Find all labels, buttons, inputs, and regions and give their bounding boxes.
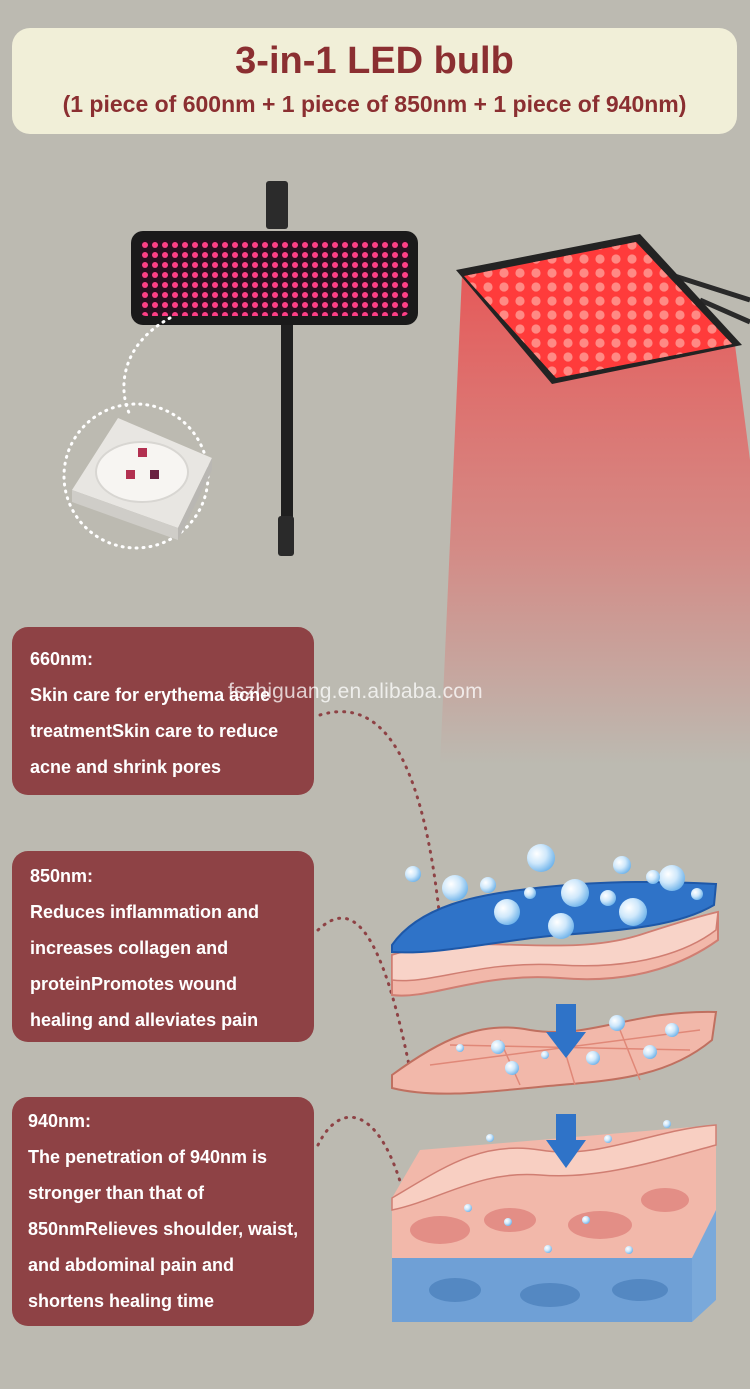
card-line: Skin care for erythema acne	[30, 685, 271, 705]
subcutaneous-layer-illustration	[391, 1120, 717, 1322]
card-line: acne and shrink pores	[30, 757, 222, 777]
card-line: Reduces inflammation and	[30, 902, 260, 922]
card-heading: 940nm:	[28, 1111, 92, 1131]
card-heading: 660nm:	[30, 649, 94, 669]
card-line: increases collagen and	[30, 938, 229, 958]
card-line: The penetration of 940nm is	[28, 1147, 268, 1167]
card-660nm: 660nm: Skin care for erythema acne treat…	[12, 627, 314, 795]
card-line: proteinPromotes wound	[30, 974, 237, 994]
card-line: healing and alleviates pain	[30, 1010, 259, 1030]
red-light-panel-illustration	[456, 234, 750, 384]
card-line: stronger than that of	[28, 1183, 204, 1203]
card-940nm: 940nm: The penetration of 940nm is stron…	[12, 1097, 314, 1326]
card-heading: 850nm:	[30, 866, 94, 886]
card-line: treatmentSkin care to reduce	[30, 721, 279, 741]
led-chip-icon	[62, 402, 212, 550]
title-box: 3-in-1 LED bulb (1 piece of 600nm + 1 pi…	[12, 28, 737, 134]
card-line: 850nmRelieves shoulder, waist,	[28, 1219, 299, 1239]
card-line: shortens healing time	[28, 1291, 215, 1311]
chip-connector-line	[122, 316, 172, 417]
page-title: 3-in-1 LED bulb	[235, 40, 514, 82]
page-subtitle: (1 piece of 600nm + 1 piece of 850nm + 1…	[62, 91, 687, 117]
led-panel-illustration	[131, 181, 418, 556]
card-line: and abdominal pain and	[28, 1255, 235, 1275]
connector-660	[318, 710, 442, 922]
skin-layer-illustration	[391, 844, 719, 997]
connector-850	[316, 916, 412, 1072]
watermark: fszhiguang.en.alibaba.com	[228, 680, 483, 703]
dermis-layer-illustration	[391, 1010, 718, 1095]
penetration-arrow-icon	[546, 1004, 586, 1168]
red-light-beam	[440, 275, 750, 765]
connector-940	[316, 1115, 406, 1197]
card-850nm: 850nm: Reduces inflammation and increase…	[12, 851, 314, 1042]
